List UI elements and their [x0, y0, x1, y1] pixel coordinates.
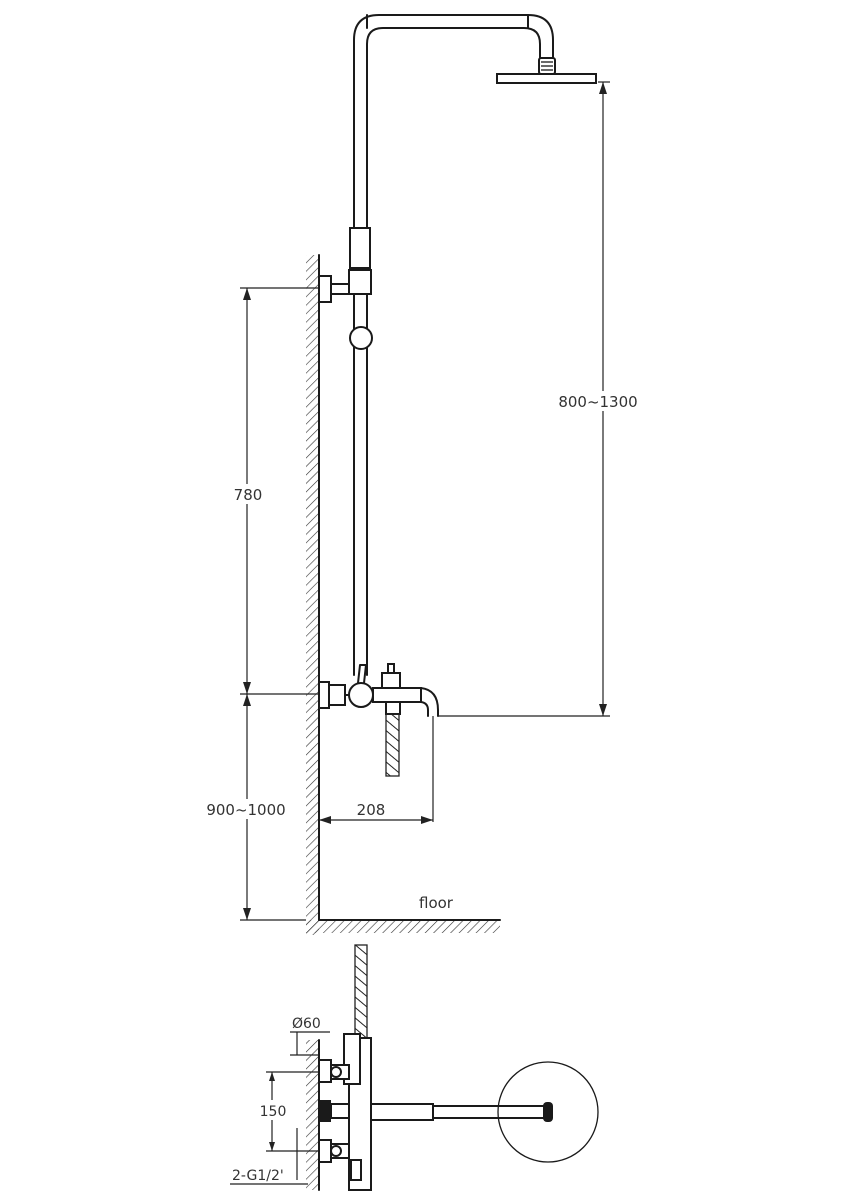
overhead-arm — [353, 14, 554, 231]
lower-inlet — [318, 1139, 350, 1163]
plan-hose — [354, 944, 368, 1041]
riser-pipe — [349, 227, 371, 676]
label-spout-projection: 208 — [357, 801, 386, 819]
plan-shower-head — [497, 1061, 599, 1163]
rain-shower-head — [496, 57, 597, 84]
label-shower-head-height: 800~1300 — [558, 393, 637, 411]
label-inlet-thread: 2-G1/2' — [232, 1168, 284, 1184]
upper-wall-bracket — [318, 269, 372, 303]
label-inlet-spacing: 150 — [260, 1104, 287, 1120]
dimension-inlet-thread: 2-G1/2' — [230, 1128, 308, 1185]
slider-knob — [349, 326, 373, 350]
label-mixer-height: 900~1000 — [206, 801, 285, 819]
side-elevation-view: 800~1300 780 900~1000 208 — [198, 14, 643, 935]
label-floor: floor — [419, 894, 454, 912]
dimension-pipe-diameter: Ø60 — [290, 1016, 330, 1056]
floor — [306, 919, 501, 933]
wall-section — [306, 1040, 319, 1190]
mixer-valve — [318, 663, 439, 717]
upper-inlet — [318, 1059, 350, 1083]
plan-view: Ø60 150 2-G1/2' — [230, 944, 599, 1191]
dimension-inlet-spacing: 150 — [256, 1071, 319, 1152]
shower-hose — [385, 713, 400, 777]
dimension-spout-projection: 208 — [319, 801, 433, 824]
wall — [306, 254, 320, 935]
overhead-arm-inner — [366, 27, 541, 231]
dimension-shower-head-height: 800~1300 — [438, 81, 643, 717]
dimension-mixer-height: 900~1000 — [198, 694, 306, 921]
label-bracket-to-mixer: 780 — [234, 486, 263, 504]
dimension-bracket-to-mixer: 780 — [228, 287, 319, 695]
middle-inlet — [319, 1100, 350, 1122]
label-pipe-diameter: Ø60 — [292, 1016, 321, 1032]
plan-shower-arm — [370, 1102, 553, 1122]
